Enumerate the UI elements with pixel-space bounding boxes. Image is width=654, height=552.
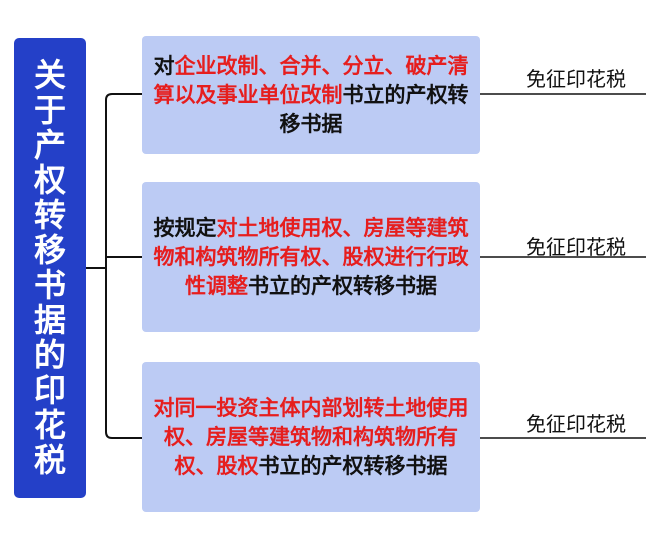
item-text-3: 对同一投资主体内部划转土地使用权、房屋等建筑物和构筑物所有权、股权书立的产权转移… [150, 394, 472, 481]
item-2-text-highlight: 对土地使用权、房屋等建筑物和构筑物所有权、股权进行行政性调整 [153, 215, 469, 298]
item-3-text-highlight: 对同一投资主体内部划转土地使用权、房屋等建筑物和构筑物所有权、股权 [153, 395, 469, 478]
item-1-text-highlight: 企业改制、合并、分立、破产清算以及事业单位改制 [153, 53, 469, 107]
item-card-1: 对企业改制、合并、分立、破产清算以及事业单位改制书立的产权转移书据 [142, 36, 480, 154]
item-2-text-prefix: 按规定 [153, 215, 217, 240]
item-3-text-suffix: 书立的产权转移书据 [258, 453, 448, 478]
item-text-2: 按规定对土地使用权、房屋等建筑物和构筑物所有权、股权进行行政性调整书立的产权转移… [150, 214, 472, 301]
item-2-text-suffix: 书立的产权转移书据 [248, 273, 437, 298]
item-text-1: 对企业改制、合并、分立、破产清算以及事业单位改制书立的产权转移书据 [150, 52, 472, 139]
item-1-text-suffix: 书立的产权转移书据 [279, 82, 469, 136]
title-text: 关于产权转移书据的印花税 [33, 56, 66, 479]
item-1-text-prefix: 对 [153, 53, 175, 78]
result-label-3: 免征印花税 [526, 412, 626, 436]
item-card-3: 对同一投资主体内部划转土地使用权、房屋等建筑物和构筑物所有权、股权书立的产权转移… [142, 362, 480, 512]
title-box: 关于产权转移书据的印花税 [14, 38, 86, 498]
item-card-2: 按规定对土地使用权、房屋等建筑物和构筑物所有权、股权进行行政性调整书立的产权转移… [142, 182, 480, 332]
result-label-1: 免征印花税 [526, 67, 626, 91]
result-label-2: 免征印花税 [526, 235, 626, 259]
